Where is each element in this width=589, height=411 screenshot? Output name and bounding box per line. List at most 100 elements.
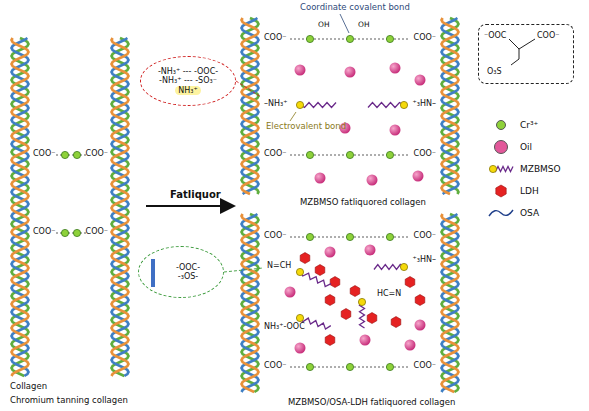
chromium-ion <box>306 35 313 42</box>
collagen-strand <box>242 214 259 392</box>
surfactant-head <box>296 101 303 108</box>
ldh-platelet <box>325 295 335 306</box>
legend-swatch <box>496 120 506 130</box>
process-arrow <box>146 205 234 207</box>
collagen-strand <box>242 214 259 392</box>
leader-line <box>224 268 263 272</box>
caption-label: MZBMSO fatliquored collagen <box>300 198 426 207</box>
legend-text: OSA <box>520 208 539 218</box>
legend-text: LDH <box>520 186 539 196</box>
leader-line <box>340 14 349 33</box>
chemical-group-label: COO⁻ <box>86 228 108 237</box>
ldh-platelet <box>315 265 325 276</box>
oil-droplet <box>345 67 356 78</box>
legend-symbol <box>488 162 514 176</box>
legend-row: LDH <box>488 180 561 202</box>
caption-label: Collagen <box>10 382 47 391</box>
bond-line <box>509 39 535 65</box>
legend-swatch-cell <box>488 118 514 132</box>
chemical-group-label: NH₃⁺-OOC <box>264 323 305 332</box>
chromium-ion <box>346 363 353 370</box>
collagen-strand <box>442 214 459 392</box>
chromium-ion <box>61 151 68 158</box>
chemical-group-label: COO⁻ <box>264 34 286 43</box>
chemical-group-label: COO⁻ <box>264 232 286 241</box>
collagen-strand <box>242 18 259 194</box>
chromium-ion <box>386 151 393 158</box>
chemical-group-label: OH <box>358 21 370 29</box>
chemical-group-label: COO⁻ <box>33 228 55 237</box>
callout-text: O₃S <box>487 67 502 76</box>
oil-droplet <box>325 247 336 258</box>
caption-label: Electrovalent bond <box>266 122 346 131</box>
ldh-platelet <box>415 295 425 306</box>
legend-text: MZBMSO <box>520 164 561 174</box>
chemical-group-label: ⁺₃HN– <box>413 100 436 109</box>
callout-text: -₃OS- <box>178 272 198 281</box>
oil-droplet <box>315 173 326 184</box>
surfactant-tail <box>300 103 336 108</box>
oil-droplet <box>285 287 296 298</box>
legend-swatch-cell <box>488 162 514 176</box>
chromium-ion <box>346 151 353 158</box>
chromium-ion <box>73 229 80 236</box>
surfactant-head <box>400 263 407 270</box>
collagen-strand <box>442 214 459 392</box>
surfactant-head <box>296 314 303 321</box>
oil-droplet <box>367 175 378 186</box>
chemical-group-label: COO⁻ <box>264 150 286 159</box>
zoom-callout: -NH₃⁺ --- -OOC--NH₃⁺ --- -SO₃⁻NH₃⁺ <box>140 56 236 106</box>
legend-swatch-cell <box>488 184 514 198</box>
ldh-platelet <box>330 277 340 288</box>
legend: Cr³⁺ OilMZBMSO LDH OSA <box>488 114 561 224</box>
chromium-ion <box>306 363 313 370</box>
collagen-strand <box>12 38 29 376</box>
collagen-strand <box>242 18 259 194</box>
surfactant-head <box>358 298 365 305</box>
chemical-group-label: COO⁻ <box>414 362 436 371</box>
leader-line <box>290 112 296 121</box>
surfactant-head <box>296 268 303 275</box>
chromium-ion <box>73 151 80 158</box>
legend-swatch <box>494 140 508 154</box>
collagen-strand <box>112 38 129 376</box>
legend-text: Cr³⁺ <box>520 120 538 130</box>
legend-text: Oil <box>520 142 532 152</box>
oil-droplet <box>415 320 426 331</box>
chromium-ion <box>386 233 393 240</box>
surfactant-tail <box>300 272 331 287</box>
chemical-group-label: COO⁻ <box>414 150 436 159</box>
collagen-strand <box>442 214 459 392</box>
osa-line <box>489 210 513 216</box>
collagen-strand <box>112 38 129 376</box>
oil-droplet <box>360 335 371 346</box>
collagen-strand <box>442 18 459 194</box>
callout-text: -NH₃⁺ --- -SO₃⁻ <box>159 76 217 85</box>
structure-box: ⁻OOCCOO⁻O₃S <box>478 24 574 84</box>
caption-label: Coordinate covalent bond <box>300 3 410 12</box>
oil-droplet <box>295 65 306 76</box>
collagen-strand <box>12 38 29 376</box>
ldh-platelet <box>341 309 351 320</box>
legend-symbol <box>488 184 514 198</box>
legend-symbol <box>488 206 514 220</box>
chemical-group-label: N=CH <box>266 262 292 271</box>
chemical-group-label: ⁺₃HN– <box>413 256 436 265</box>
chromium-ion <box>346 35 353 42</box>
legend-row: Cr³⁺ <box>488 114 561 136</box>
surfactant-tail <box>368 103 404 108</box>
oil-droplet <box>390 125 401 136</box>
chromium-ion <box>386 35 393 42</box>
oil-droplet <box>405 340 416 351</box>
oil-droplet <box>413 171 424 182</box>
callout-text: NH₃⁺ <box>175 86 200 95</box>
legend-swatch-cell <box>488 206 514 220</box>
leader-line <box>236 81 261 97</box>
chromium-ion <box>386 363 393 370</box>
oil-droplet <box>295 343 306 354</box>
chemical-group-label: COO⁻ <box>86 150 108 159</box>
ldh-platelet <box>496 185 506 197</box>
chromium-ion <box>346 233 353 240</box>
collagen-strand <box>242 214 259 392</box>
chemical-group-label: COO⁻ <box>414 34 436 43</box>
